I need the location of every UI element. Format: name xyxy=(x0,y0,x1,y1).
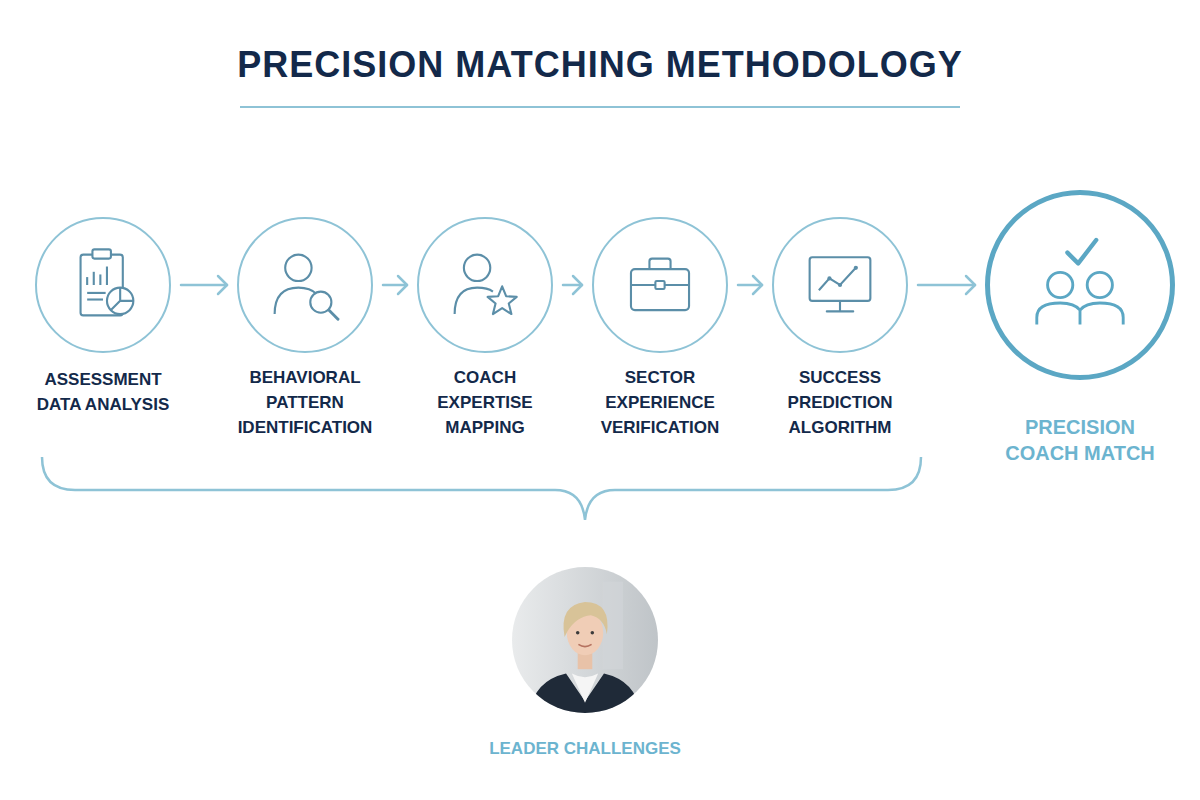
arrow-head xyxy=(753,276,762,294)
label-group: SUCCESS PREDICTION ALGORITHM xyxy=(765,365,915,440)
arrow-line xyxy=(383,284,407,287)
label-group: LEADER CHALLENGES xyxy=(435,737,735,761)
step-icon xyxy=(774,219,906,351)
node-label: COACH EXPERTISE MAPPING xyxy=(410,365,560,440)
arrow-head xyxy=(966,276,975,294)
arrow-line xyxy=(181,284,227,287)
node-label: PRECISION COACH MATCH xyxy=(990,414,1170,466)
arrow-line xyxy=(738,284,762,287)
step-circle: SUCCESS PREDICTION ALGORITHM xyxy=(772,217,908,353)
group-bracket xyxy=(42,457,921,520)
leader-portrait xyxy=(512,567,658,713)
flow-arrow xyxy=(383,276,407,294)
title-rule xyxy=(240,106,960,108)
step-circle: SECTOR EXPERIENCE VERIFICATION xyxy=(592,217,728,353)
flow-arrow xyxy=(181,276,227,294)
step-circle: BEHAVIORAL PATTERN IDENTIFICATION xyxy=(237,217,373,353)
step-icon xyxy=(990,195,1170,375)
arrow-line xyxy=(918,284,975,287)
node-label: BEHAVIORAL PATTERN IDENTIFICATION xyxy=(230,365,380,440)
arrow-head xyxy=(398,276,407,294)
step-circle: COACH EXPERTISE MAPPING xyxy=(417,217,553,353)
step-icon xyxy=(37,219,169,351)
arrow-head xyxy=(218,276,227,294)
arrow-head xyxy=(573,276,582,294)
flow-arrow xyxy=(918,276,975,294)
result-circle: PRECISION COACH MATCH xyxy=(985,190,1175,380)
label-group: COACH EXPERTISE MAPPING xyxy=(410,365,560,440)
label-group: BEHAVIORAL PATTERN IDENTIFICATION xyxy=(230,365,380,440)
flow-arrow xyxy=(563,276,582,294)
label-group: SECTOR EXPERIENCE VERIFICATION xyxy=(585,365,735,440)
label-group: ASSESSMENT DATA ANALYSIS xyxy=(28,367,178,417)
node-label: LEADER CHALLENGES xyxy=(435,737,735,761)
photo-circle: LEADER CHALLENGES xyxy=(512,567,658,713)
step-circle: ASSESSMENT DATA ANALYSIS xyxy=(35,217,171,353)
step-icon xyxy=(419,219,551,351)
step-icon xyxy=(594,219,726,351)
diagram-title: PRECISION MATCHING METHODOLOGY xyxy=(100,44,1100,86)
node-label: SUCCESS PREDICTION ALGORITHM xyxy=(765,365,915,440)
node-label: ASSESSMENT DATA ANALYSIS xyxy=(28,367,178,417)
node-label: SECTOR EXPERIENCE VERIFICATION xyxy=(585,365,735,440)
label-group: PRECISION COACH MATCH xyxy=(990,414,1170,466)
arrow-line xyxy=(563,284,582,287)
flow-arrow xyxy=(738,276,762,294)
step-icon xyxy=(239,219,371,351)
